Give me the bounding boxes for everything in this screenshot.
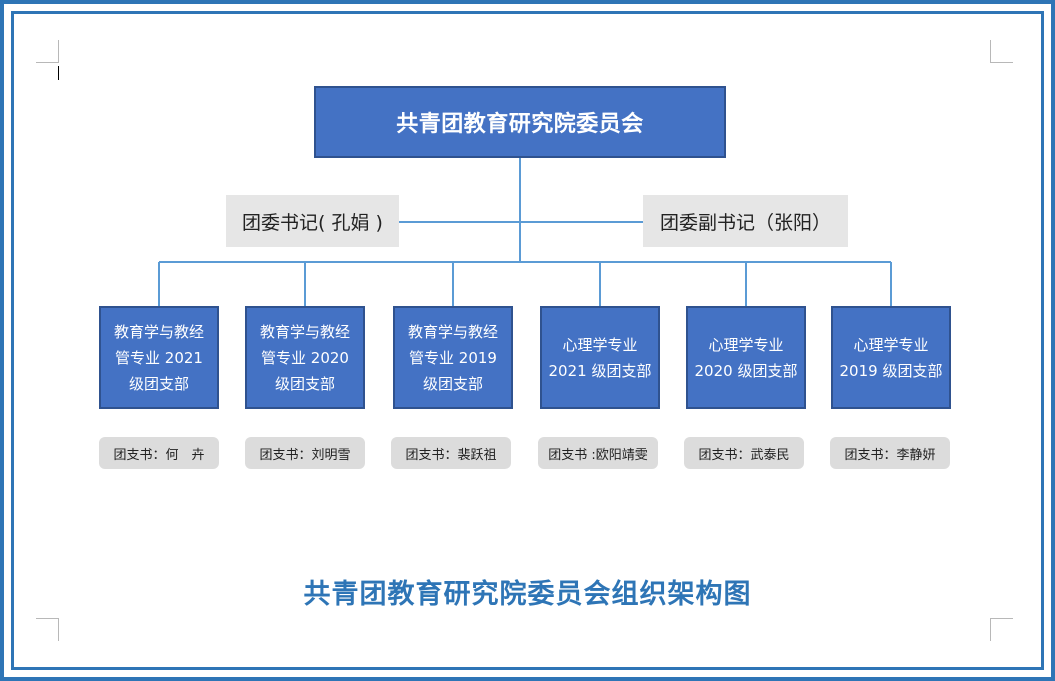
text-cursor <box>58 66 59 80</box>
deputy-secretary-label: 团委副书记（张阳） <box>643 195 848 247</box>
corner-mark-top-right <box>990 40 1013 63</box>
branch-leader-1: 团支书：何 卉 <box>99 437 219 469</box>
branch-box-1: 教育学与教经管专业 2021 级团支部 <box>99 306 219 409</box>
branch-leader-6: 团支书：李静妍 <box>830 437 950 469</box>
branch-name: 教育学与教经管专业 2020 级团支部 <box>259 322 350 393</box>
corner-mark-top-left <box>36 40 59 63</box>
inner-frame <box>11 11 1044 670</box>
secretary-label: 团委书记( 孔娟 ) <box>226 195 399 247</box>
branch-name: 教育学与教经管专业 2019 级团支部 <box>407 322 498 393</box>
branch-leader-4: 团支书 :欧阳靖雯 <box>538 437 658 469</box>
root-committee-title: 共青团教育研究院委员会 <box>396 112 644 137</box>
branch-box-6: 心理学专业 2019 级团支部 <box>831 306 951 409</box>
chart-footer-title: 共青团教育研究院委员会组织架构图 <box>303 579 752 610</box>
corner-mark-bottom-left <box>36 618 59 641</box>
branch-box-3: 教育学与教经管专业 2019 级团支部 <box>393 306 513 409</box>
branch-leader-5: 团支书：武泰民 <box>684 437 804 469</box>
branch-name: 心理学专业 2021 级团支部 <box>548 335 652 380</box>
branch-box-5: 心理学专业 2020 级团支部 <box>686 306 806 409</box>
root-committee-box: 共青团教育研究院委员会 <box>314 86 726 158</box>
branch-leader-2: 团支书：刘明雪 <box>245 437 365 469</box>
corner-mark-bottom-right <box>990 618 1013 641</box>
branch-name: 心理学专业 2019 级团支部 <box>839 335 943 380</box>
branch-box-2: 教育学与教经管专业 2020 级团支部 <box>245 306 365 409</box>
branch-box-4: 心理学专业 2021 级团支部 <box>540 306 660 409</box>
branch-name: 心理学专业 2020 级团支部 <box>694 335 798 380</box>
branch-leader-3: 团支书：裴跃祖 <box>391 437 511 469</box>
branch-name: 教育学与教经管专业 2021 级团支部 <box>113 322 204 393</box>
